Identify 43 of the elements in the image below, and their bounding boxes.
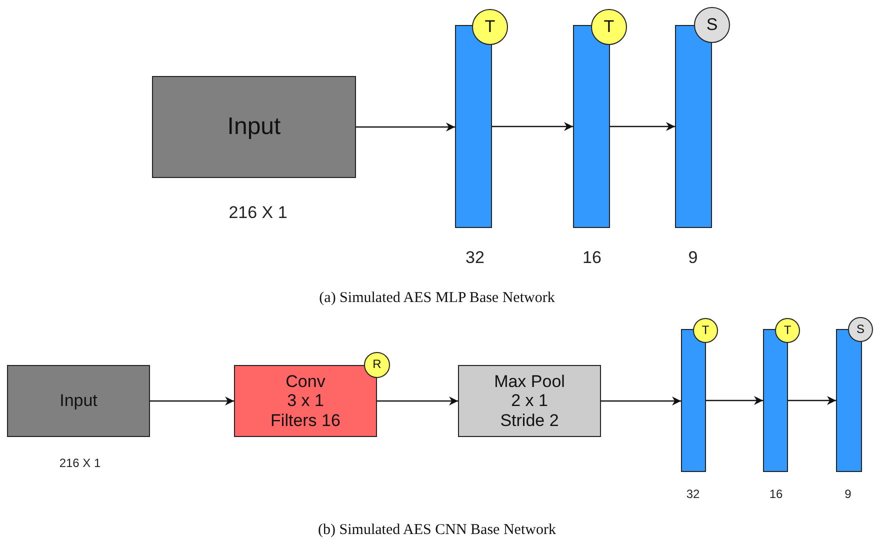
pool-layer-box — [458, 365, 601, 437]
badge-circle — [694, 7, 730, 43]
arrow — [706, 396, 763, 405]
badge-circle — [591, 9, 627, 45]
node-label: Filters 16 — [270, 410, 340, 430]
badge-circle — [693, 318, 718, 343]
arrow — [356, 122, 455, 132]
node-label: Stride 2 — [500, 410, 559, 430]
unit-count: 9 — [688, 248, 698, 268]
arrow — [610, 122, 675, 131]
input-box — [7, 365, 150, 437]
node-label: T — [604, 17, 614, 37]
node-label: Conv — [286, 372, 326, 392]
unit-count: 32 — [466, 248, 484, 268]
node-label: T — [484, 17, 496, 37]
dimension-label: 216 X 1 — [59, 456, 101, 470]
node-label: Max Pool — [494, 372, 565, 392]
node-label: T — [784, 324, 792, 338]
unit-count: 16 — [582, 248, 602, 268]
node-label: R — [372, 358, 382, 372]
dimension-label: 216 X 1 — [228, 203, 288, 223]
figure-caption: (b) Simulated AES CNN Base Network — [318, 522, 556, 539]
unit-count: 16 — [769, 487, 783, 501]
node-label: 2 x 1 — [511, 391, 548, 411]
node-label: S — [856, 322, 864, 336]
badge-circle — [848, 317, 873, 342]
node-label: Input — [227, 113, 281, 141]
unit-count: 9 — [844, 487, 852, 501]
figure-caption: (a) Simulated AES MLP Base Network — [319, 290, 555, 307]
node-label: Input — [60, 391, 98, 411]
unit-count: 32 — [686, 487, 700, 501]
badge-circle — [775, 318, 800, 343]
arrow — [601, 396, 681, 406]
input-box — [152, 76, 356, 178]
arrow — [150, 396, 234, 406]
node-label: T — [702, 324, 710, 338]
arrow — [377, 396, 458, 406]
node-label: S — [706, 15, 718, 35]
node-label: 3 x 1 — [287, 391, 324, 411]
arrow — [492, 122, 573, 131]
badge-circle — [364, 352, 390, 378]
badge-circle — [472, 9, 508, 45]
arrow — [788, 396, 836, 405]
